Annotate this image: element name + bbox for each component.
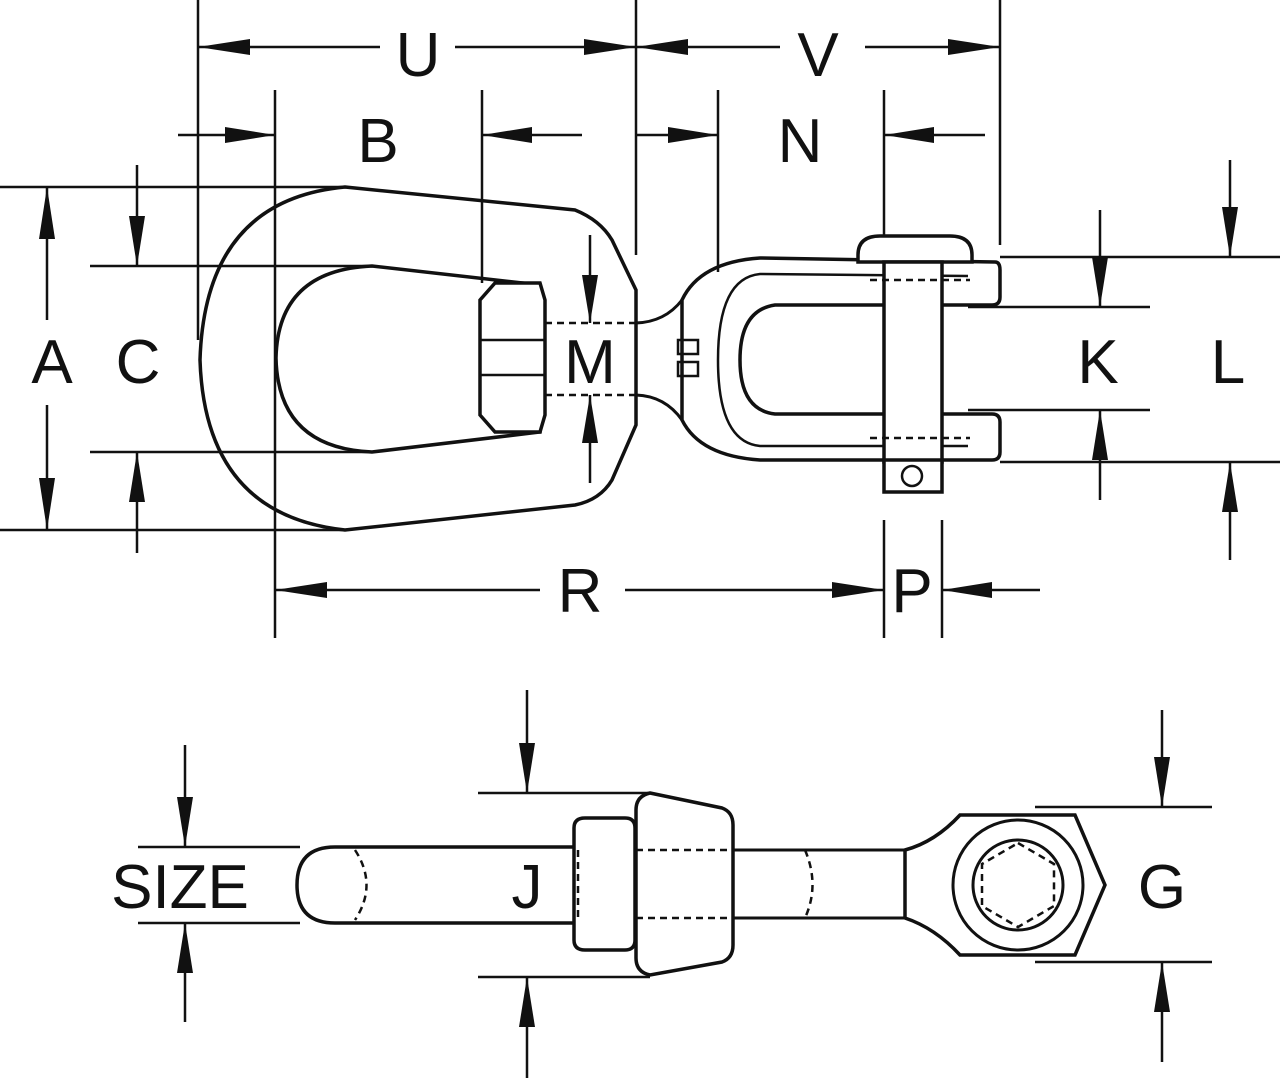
arrowhead	[582, 275, 598, 323]
label-m: M	[564, 328, 616, 397]
marking-box	[676, 360, 700, 378]
swivel-eye-opening	[274, 264, 542, 454]
hex-socket-hidden	[980, 841, 1056, 929]
arrowhead	[884, 127, 934, 143]
arrowhead	[1092, 257, 1108, 307]
arrowhead	[1222, 207, 1238, 257]
pin-head	[856, 234, 974, 264]
label-k: K	[1077, 328, 1118, 397]
arrowhead	[668, 127, 718, 143]
swivel-neck	[635, 393, 684, 421]
arrowhead	[198, 39, 250, 55]
arrowhead	[636, 39, 688, 55]
arrowhead	[519, 743, 535, 793]
arrowhead	[519, 977, 535, 1027]
arrowhead	[1154, 962, 1170, 1012]
conical-body	[634, 791, 735, 977]
label-v: V	[797, 21, 839, 90]
arrowhead	[1222, 462, 1238, 512]
right-eye	[903, 813, 1107, 957]
label-u: U	[396, 21, 441, 90]
arrowhead	[582, 395, 598, 443]
arrowhead	[275, 582, 327, 598]
eye-hidden-line	[353, 849, 368, 921]
arrowhead	[584, 39, 636, 55]
swivel-side-view	[295, 791, 1107, 977]
label-bg	[560, 330, 620, 392]
label-size: SIZE	[111, 853, 249, 922]
arrowhead	[482, 127, 532, 143]
swivel-top-view	[198, 185, 1002, 532]
arrowhead	[129, 452, 145, 502]
arrowhead	[225, 127, 275, 143]
swivel-neck	[635, 299, 684, 325]
eye-inner-ring	[971, 838, 1065, 932]
arrowhead	[39, 478, 55, 530]
jaw-inner-line	[716, 272, 969, 448]
top-dimensions	[0, 0, 1280, 638]
label-g: G	[1138, 853, 1186, 922]
label-b: B	[357, 107, 398, 176]
arrowhead	[1092, 410, 1108, 460]
label-r: R	[558, 557, 603, 626]
arrowhead	[39, 187, 55, 239]
label-n: N	[778, 107, 823, 176]
label-l: L	[1211, 328, 1245, 397]
eye-outer-ring	[951, 818, 1085, 952]
shank-hidden-line	[803, 849, 814, 919]
arrowhead	[832, 582, 884, 598]
cotter-hole	[900, 464, 924, 488]
marking-box	[676, 338, 700, 356]
arrowhead	[177, 923, 193, 973]
label-a: A	[31, 328, 73, 397]
label-c: C	[116, 328, 161, 397]
arrowhead	[942, 582, 992, 598]
side-hex-nut	[572, 816, 637, 952]
eye-end	[295, 845, 582, 925]
label-j: J	[512, 853, 543, 922]
arrowhead	[1154, 757, 1170, 807]
arrowhead	[948, 39, 1000, 55]
label-p: P	[891, 557, 932, 626]
clevis-pin	[882, 260, 944, 464]
arrowhead	[129, 216, 145, 266]
dimension-labels: U V B N A C M K L R P SIZE J G	[31, 21, 1245, 922]
hex-nut	[478, 281, 547, 434]
jaw-body	[680, 256, 1002, 462]
arrowhead	[177, 797, 193, 847]
bottom-dimensions	[138, 690, 1212, 1078]
